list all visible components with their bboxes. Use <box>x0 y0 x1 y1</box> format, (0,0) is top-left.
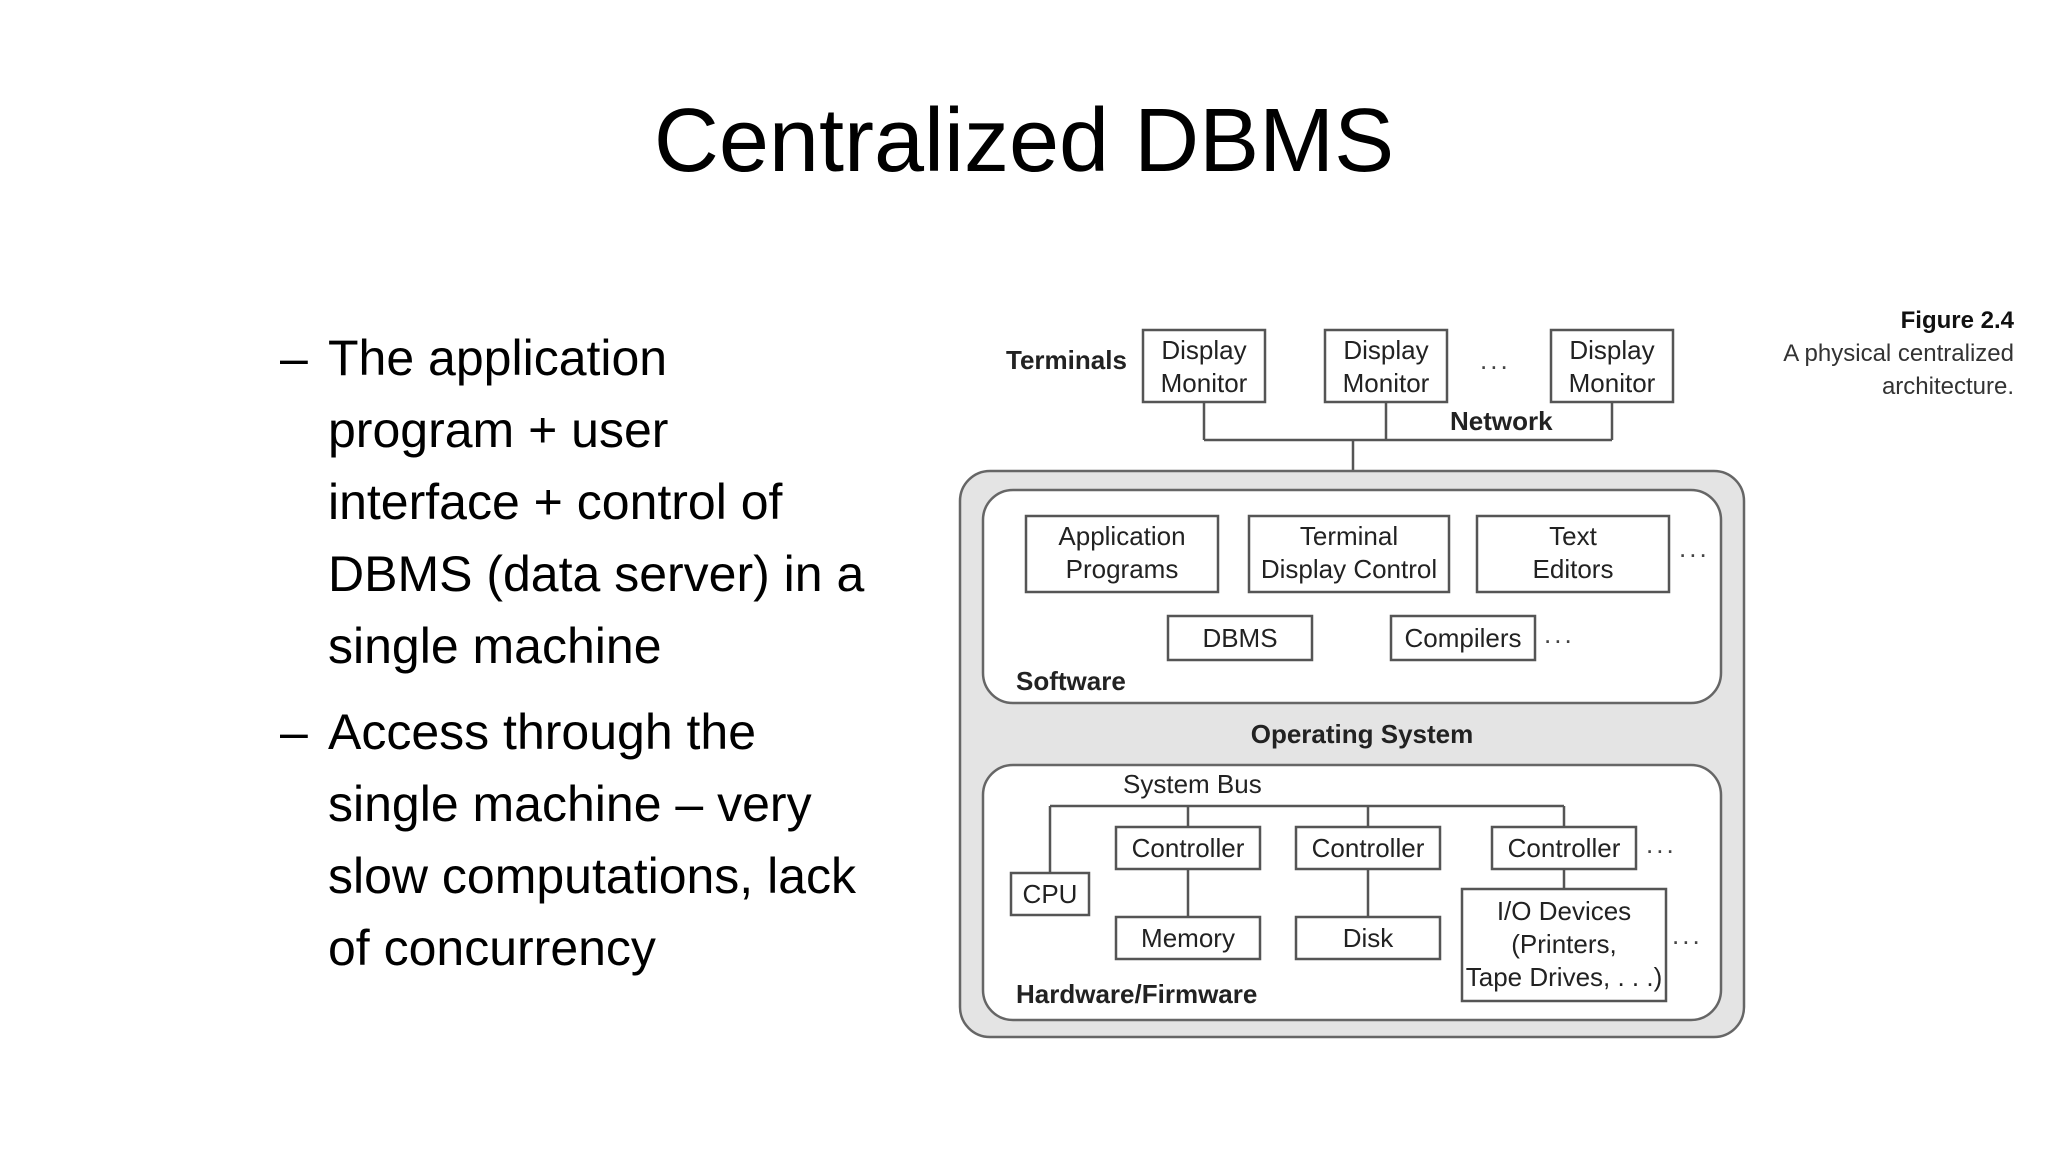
display-monitor-2: Display Monitor <box>1323 328 1449 404</box>
bullet-list: – The application program + user interfa… <box>280 322 940 998</box>
ellipsis-terminals: ... <box>1480 345 1511 375</box>
controller-box-2: Controller <box>1294 825 1442 871</box>
svg-text:Display Control: Display Control <box>1261 554 1437 584</box>
svg-text:Display: Display <box>1343 335 1428 365</box>
io-devices-box: I/O Devices (Printers, Tape Drives, . . … <box>1460 887 1668 1003</box>
svg-text:Display: Display <box>1161 335 1246 365</box>
bullet-line: single machine <box>328 618 662 674</box>
disk-box: Disk <box>1294 915 1442 961</box>
svg-text:Tape Drives, . . .): Tape Drives, . . .) <box>1466 962 1663 992</box>
svg-text:Controller: Controller <box>1312 833 1425 863</box>
text-editors-box: Text Editors <box>1475 514 1671 594</box>
svg-text:CPU: CPU <box>1023 879 1078 909</box>
cpu-box: CPU <box>1009 871 1091 917</box>
dbms-box: DBMS <box>1166 614 1314 662</box>
terminal-display-control-box: Terminal Display Control <box>1247 514 1451 594</box>
svg-text:Editors: Editors <box>1533 554 1614 584</box>
svg-text:Display: Display <box>1569 335 1654 365</box>
svg-text:Text: Text <box>1549 521 1597 551</box>
svg-text:Monitor: Monitor <box>1343 368 1430 398</box>
svg-text:Controller: Controller <box>1508 833 1621 863</box>
slide-title: Centralized DBMS <box>653 91 1395 191</box>
application-programs-box: Application Programs <box>1024 514 1220 594</box>
svg-text:Application: Application <box>1058 521 1185 551</box>
bullet-line: slow computations, lack <box>328 848 857 904</box>
svg-text:I/O Devices: I/O Devices <box>1497 896 1631 926</box>
memory-box: Memory <box>1114 915 1262 961</box>
figure-caption-line: architecture. <box>1882 373 2014 400</box>
svg-text:Terminal: Terminal <box>1300 521 1398 551</box>
operating-system-label: Operating System <box>1251 719 1474 749</box>
compilers-box: Compilers <box>1389 614 1537 662</box>
bullet-line: The application <box>328 330 668 386</box>
bullet-line: DBMS (data server) in a <box>328 546 865 602</box>
svg-text:Memory: Memory <box>1141 923 1235 953</box>
svg-text:DBMS: DBMS <box>1202 623 1277 653</box>
svg-text:Monitor: Monitor <box>1569 368 1656 398</box>
controller-box-1: Controller <box>1114 825 1262 871</box>
bullet-marker: – <box>280 330 308 386</box>
svg-text:Compilers: Compilers <box>1404 623 1521 653</box>
system-bus-label: System Bus <box>1123 769 1262 799</box>
svg-text:Programs: Programs <box>1066 554 1179 584</box>
svg-text:Monitor: Monitor <box>1161 368 1248 398</box>
bullet-line: program + user <box>328 402 669 458</box>
bullet-line: interface + control of <box>328 474 783 530</box>
svg-text:Controller: Controller <box>1132 833 1245 863</box>
controller-box-3: Controller <box>1490 825 1638 871</box>
bullet-item: – Access through the single machine – ve… <box>280 696 940 984</box>
ellipsis-io-devices: ... <box>1672 920 1703 950</box>
ellipsis-software-row1: ... <box>1679 533 1710 563</box>
terminals-label: Terminals <box>1006 345 1127 375</box>
bullet-line: of concurrency <box>328 920 656 976</box>
system-bus-lines <box>1048 804 1566 917</box>
display-monitor-3: Display Monitor <box>1549 328 1675 404</box>
bullet-line: Access through the <box>328 704 757 760</box>
figure-caption-title: Figure 2.4 <box>1901 307 2015 334</box>
ellipsis-software-row2: ... <box>1544 619 1575 649</box>
bullet-line: single machine – very <box>328 776 812 832</box>
bullet-marker: – <box>280 704 308 760</box>
display-monitor-1: Display Monitor <box>1141 328 1267 404</box>
network-label: Network <box>1450 406 1553 436</box>
svg-text:(Printers,: (Printers, <box>1511 929 1616 959</box>
ellipsis-controllers: ... <box>1646 829 1677 859</box>
figure-caption-line: A physical centralized <box>1783 340 2014 367</box>
svg-text:Disk: Disk <box>1343 923 1395 953</box>
hardware-label: Hardware/Firmware <box>1016 979 1257 1009</box>
software-label: Software <box>1016 666 1126 696</box>
bullet-item: – The application program + user interfa… <box>280 322 940 682</box>
